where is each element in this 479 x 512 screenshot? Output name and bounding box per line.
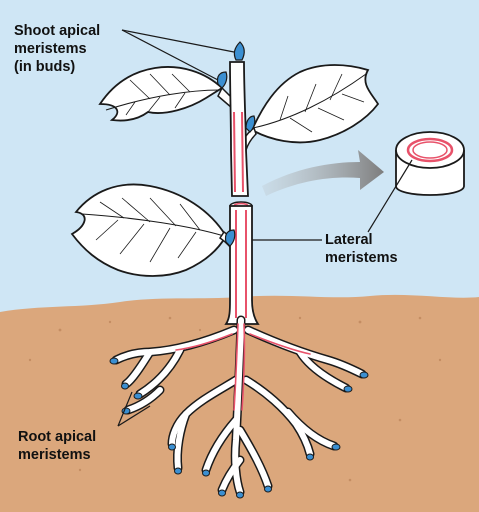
soil-texture [28,316,442,482]
stem-cross-section-cylinder [395,131,465,196]
label-root-line1: Root apical [18,429,97,445]
label-lateral-line1: Lateral [325,232,373,248]
leader-shoot-top [121,29,235,53]
label-shoot-line2: meristems [14,41,87,57]
leader-lines [117,29,413,427]
leader-lateral-cylinder [367,159,413,233]
label-root-apical-meristems: Root apical meristems [18,428,96,464]
stem-upper [229,61,249,197]
zoom-arrow [262,150,384,196]
leader-shoot-axillary [121,29,219,81]
shoot-apical-bud-top [233,41,245,61]
leaf-upper-left [98,66,224,122]
label-root-line2: meristems [18,447,91,463]
leader-root-1 [117,391,133,427]
label-lateral-meristems: Lateral meristems [325,231,398,267]
leaf-lower-left [70,183,228,277]
root-apical-tips [109,357,369,499]
leader-root-2 [117,405,151,427]
label-shoot-line1: Shoot apical [14,23,101,39]
label-lateral-line2: meristems [325,250,398,266]
leaf-upper-right [250,64,380,144]
shoot-apical-bud-axillary [216,71,256,247]
label-shoot-line3: (in buds) [14,59,76,75]
root-system [111,315,367,497]
label-shoot-apical-meristems: Shoot apical meristems (in buds) [14,22,100,76]
